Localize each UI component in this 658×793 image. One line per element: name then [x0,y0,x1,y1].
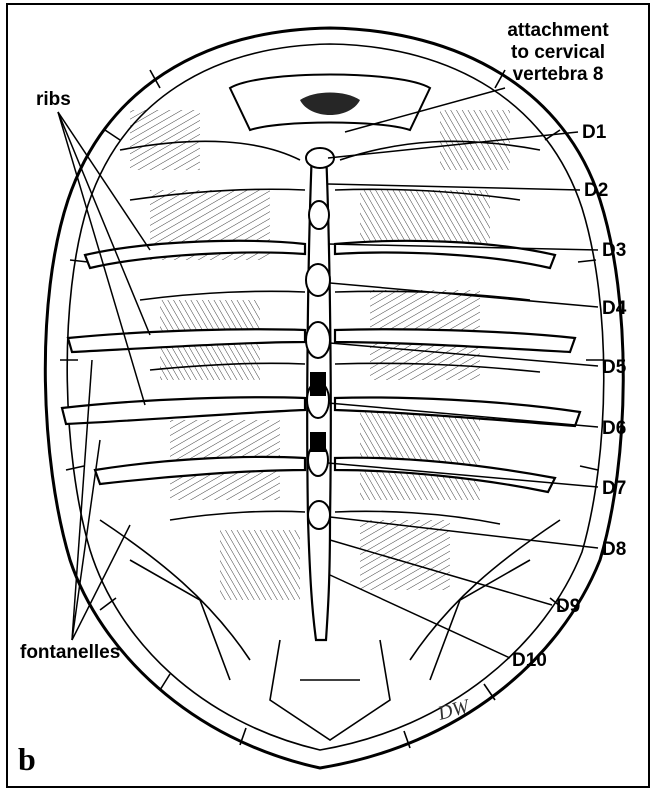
label-d3: D3 [602,240,626,261]
label-d7: D7 [602,478,626,499]
label-attachment-line3: vertebra 8 [513,64,604,85]
label-ribs: ribs [36,89,71,110]
label-attachment-line2: to cervical [511,42,605,63]
label-fontanelles: fontanelles [20,642,120,663]
label-d9: D9 [556,596,580,617]
label-d8: D8 [602,539,626,560]
label-d2: D2 [584,180,608,201]
label-d10: D10 [512,650,547,671]
panel-letter: b [18,741,36,777]
label-d6: D6 [602,418,626,439]
nuchal-region [230,75,430,131]
label-d4: D4 [602,298,627,319]
label-d5: D5 [602,357,627,378]
label-d1: D1 [582,122,607,143]
label-attachment-line1: attachment [507,20,609,41]
